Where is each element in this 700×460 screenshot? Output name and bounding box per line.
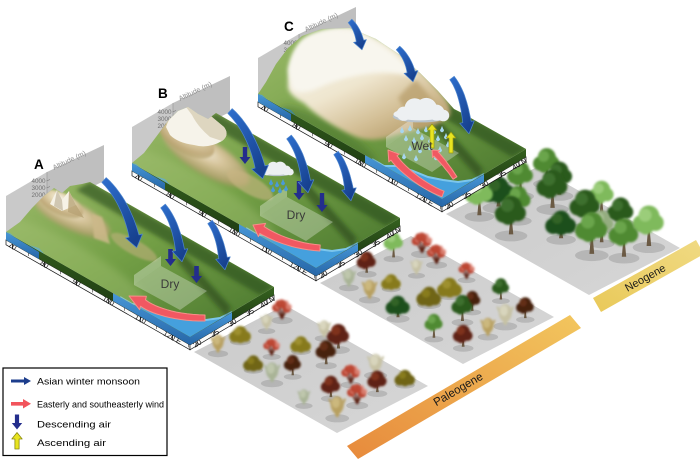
svg-text:Ascending air: Ascending air xyxy=(37,438,106,449)
svg-text:20: 20 xyxy=(317,268,329,280)
svg-text:Easterly and southeasterly win: Easterly and southeasterly wind xyxy=(37,400,164,411)
svg-text:35: 35 xyxy=(496,168,508,180)
svg-text:4000: 4000 xyxy=(31,178,46,185)
svg-text:30: 30 xyxy=(226,317,238,329)
svg-text:C: C xyxy=(284,19,294,34)
svg-text:Asian winter monsoon: Asian winter monsoon xyxy=(37,377,140,388)
svg-text:25: 25 xyxy=(209,327,221,339)
svg-text:4000: 4000 xyxy=(157,109,172,116)
svg-text:30: 30 xyxy=(478,179,490,191)
svg-text:Dry: Dry xyxy=(287,208,306,222)
svg-text:25: 25 xyxy=(335,258,347,270)
svg-text:Descending air: Descending air xyxy=(37,420,111,431)
svg-text:4000: 4000 xyxy=(283,40,298,47)
svg-text:20: 20 xyxy=(191,337,203,349)
svg-text:3000: 3000 xyxy=(31,185,46,192)
svg-text:A: A xyxy=(34,157,44,172)
svg-text:B: B xyxy=(158,86,168,101)
svg-text:3000: 3000 xyxy=(157,116,172,123)
svg-text:25: 25 xyxy=(461,189,473,201)
svg-text:35: 35 xyxy=(370,237,382,249)
svg-text:Dry: Dry xyxy=(161,277,180,291)
svg-text:35: 35 xyxy=(244,306,256,318)
svg-text:20: 20 xyxy=(443,199,455,211)
svg-text:Wet: Wet xyxy=(411,139,433,153)
svg-text:30: 30 xyxy=(352,248,364,260)
svg-text:2000: 2000 xyxy=(31,192,46,199)
